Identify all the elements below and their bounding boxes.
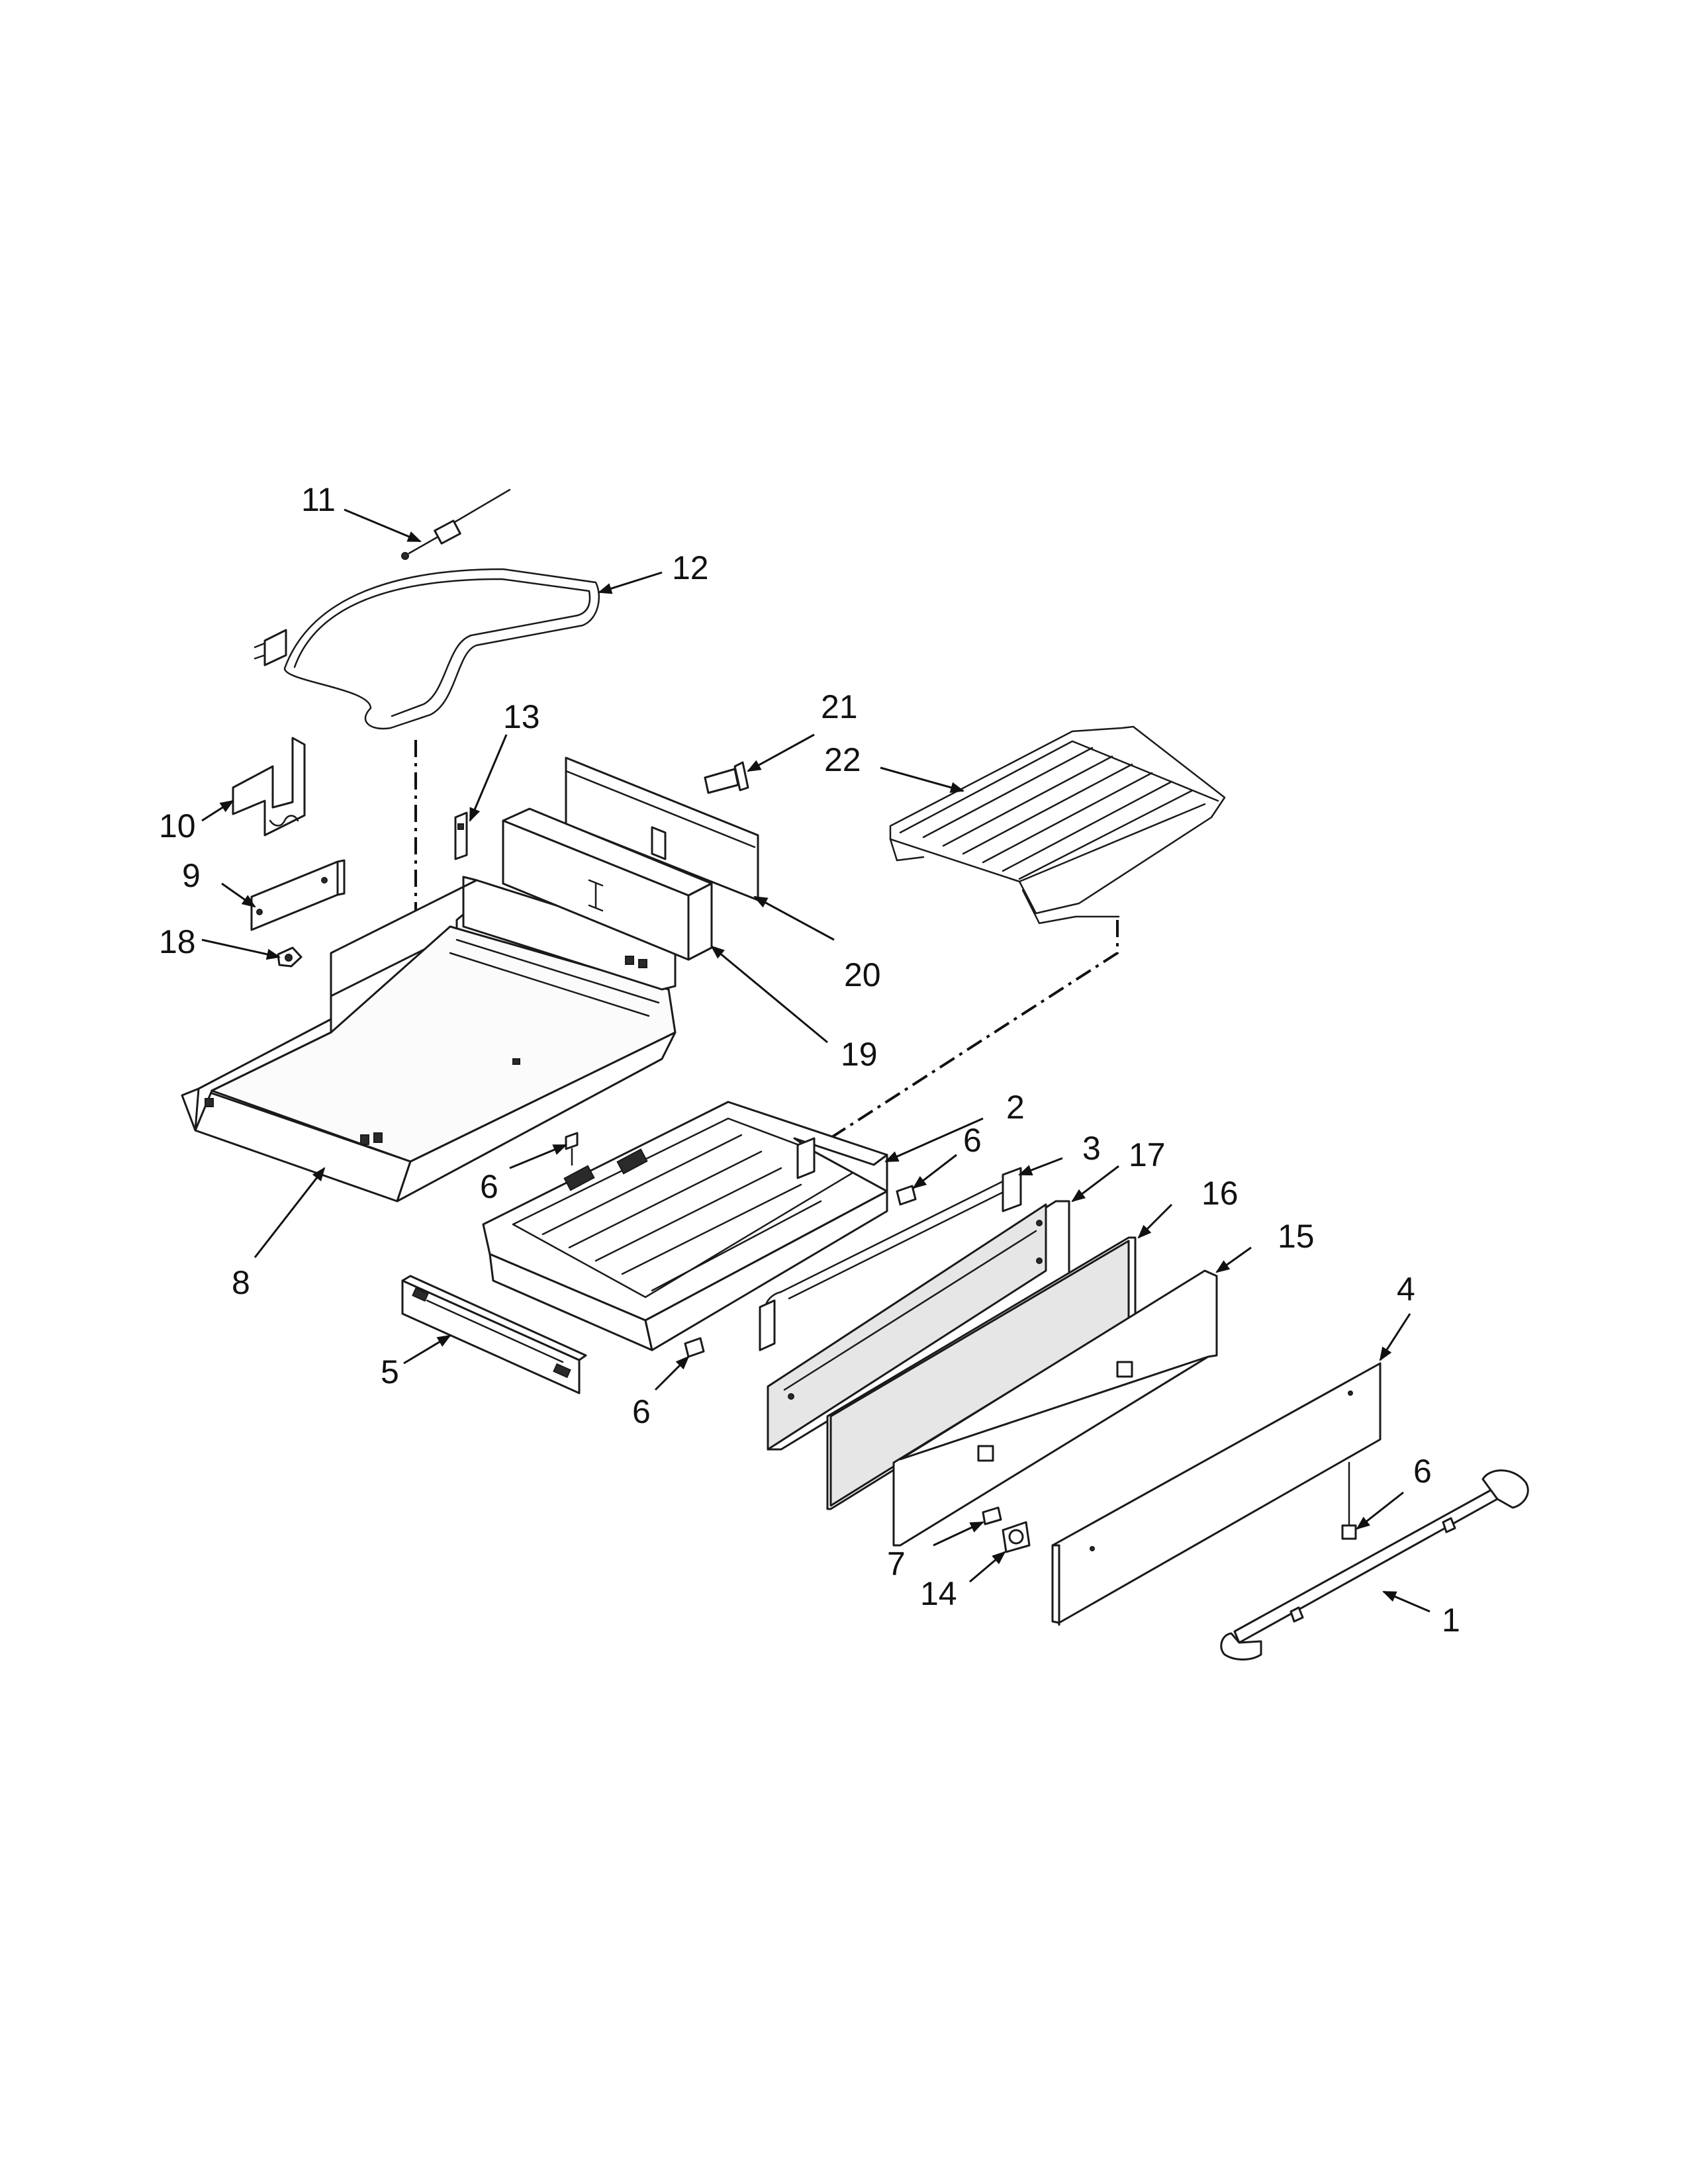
part-3-rail	[759, 1167, 1022, 1351]
leader-22	[880, 766, 965, 793]
callout-22: 22	[824, 741, 861, 778]
callout-10: 10	[159, 807, 196, 844]
callout-2: 2	[1006, 1089, 1025, 1126]
part-6-screw-a	[565, 1132, 579, 1166]
part-6-screw-d	[1341, 1461, 1357, 1540]
part-4-outer-door	[1051, 1362, 1382, 1626]
callout-15: 15	[1278, 1218, 1315, 1255]
leader-19	[710, 945, 828, 1044]
leader-6d	[1356, 1491, 1404, 1530]
callout-19: 19	[841, 1036, 878, 1073]
callout-16: 16	[1201, 1175, 1239, 1212]
part-10-bracket	[232, 737, 306, 837]
callout-13: 13	[503, 698, 540, 735]
part-19-insulation-block	[502, 807, 713, 961]
leader-13	[469, 734, 508, 822]
callout-18: 18	[159, 923, 196, 960]
leader-20	[753, 895, 835, 941]
leader-16	[1137, 1203, 1173, 1239]
part-9-plate	[250, 859, 346, 931]
part-2-drawer-pan	[482, 1101, 888, 1351]
part-11-sensor	[401, 488, 511, 560]
leader-2	[884, 1117, 984, 1163]
part-22-rack	[889, 725, 1226, 925]
part-14-bumper	[1002, 1521, 1031, 1553]
part-1-door-handle	[1220, 1469, 1529, 1661]
leader-18	[201, 938, 281, 960]
leader-15	[1215, 1246, 1252, 1273]
part-8-drawer-housing	[181, 876, 677, 1203]
callout-6-bottom-right: 6	[1413, 1453, 1432, 1490]
callout-1: 1	[1442, 1602, 1460, 1639]
callout-20: 20	[844, 956, 881, 993]
leader-8	[254, 1167, 326, 1258]
leader-6b	[912, 1154, 957, 1189]
part-6-screw-c	[684, 1337, 705, 1358]
part-21-screw	[704, 761, 749, 794]
leader-7	[933, 1521, 984, 1547]
leader-10	[201, 799, 234, 822]
leader-3	[1018, 1157, 1063, 1176]
leader-1	[1382, 1590, 1430, 1613]
callout-6-bottom-left: 6	[632, 1393, 651, 1430]
leader-21	[747, 733, 815, 772]
callout-9: 9	[182, 857, 201, 894]
leader-6a	[509, 1144, 567, 1169]
callout-4: 4	[1397, 1271, 1415, 1308]
part-18-clip	[277, 946, 303, 968]
callout-6-top-right: 6	[963, 1122, 982, 1159]
part-15-door-liner	[892, 1269, 1218, 1547]
callout-5: 5	[381, 1353, 399, 1390]
callout-12: 12	[672, 549, 709, 586]
leader-11	[344, 508, 422, 543]
callout-17: 17	[1129, 1136, 1166, 1173]
leader-14	[969, 1551, 1006, 1583]
leader-6c	[654, 1355, 690, 1391]
callout-7: 7	[887, 1545, 906, 1582]
part-17-inner-panel	[767, 1200, 1070, 1451]
rack-alignment-centerline	[803, 920, 1119, 1156]
callout-11: 11	[301, 481, 336, 518]
leader-17	[1071, 1165, 1119, 1203]
part-5-drawer-slide	[401, 1275, 587, 1394]
callout-14: 14	[920, 1575, 957, 1612]
leader-5	[403, 1334, 451, 1365]
part-12-bake-element	[254, 568, 600, 730]
callout-6-top-left: 6	[480, 1168, 498, 1205]
leader-12	[597, 571, 663, 594]
callout-21: 21	[821, 688, 858, 725]
callout-8: 8	[232, 1264, 250, 1301]
callout-3: 3	[1082, 1130, 1101, 1167]
part-13-tab	[454, 811, 468, 860]
leader-4	[1379, 1313, 1411, 1361]
leader-9	[221, 882, 256, 908]
part-7-screw	[982, 1506, 1002, 1525]
part-6-screw-b	[896, 1185, 917, 1206]
